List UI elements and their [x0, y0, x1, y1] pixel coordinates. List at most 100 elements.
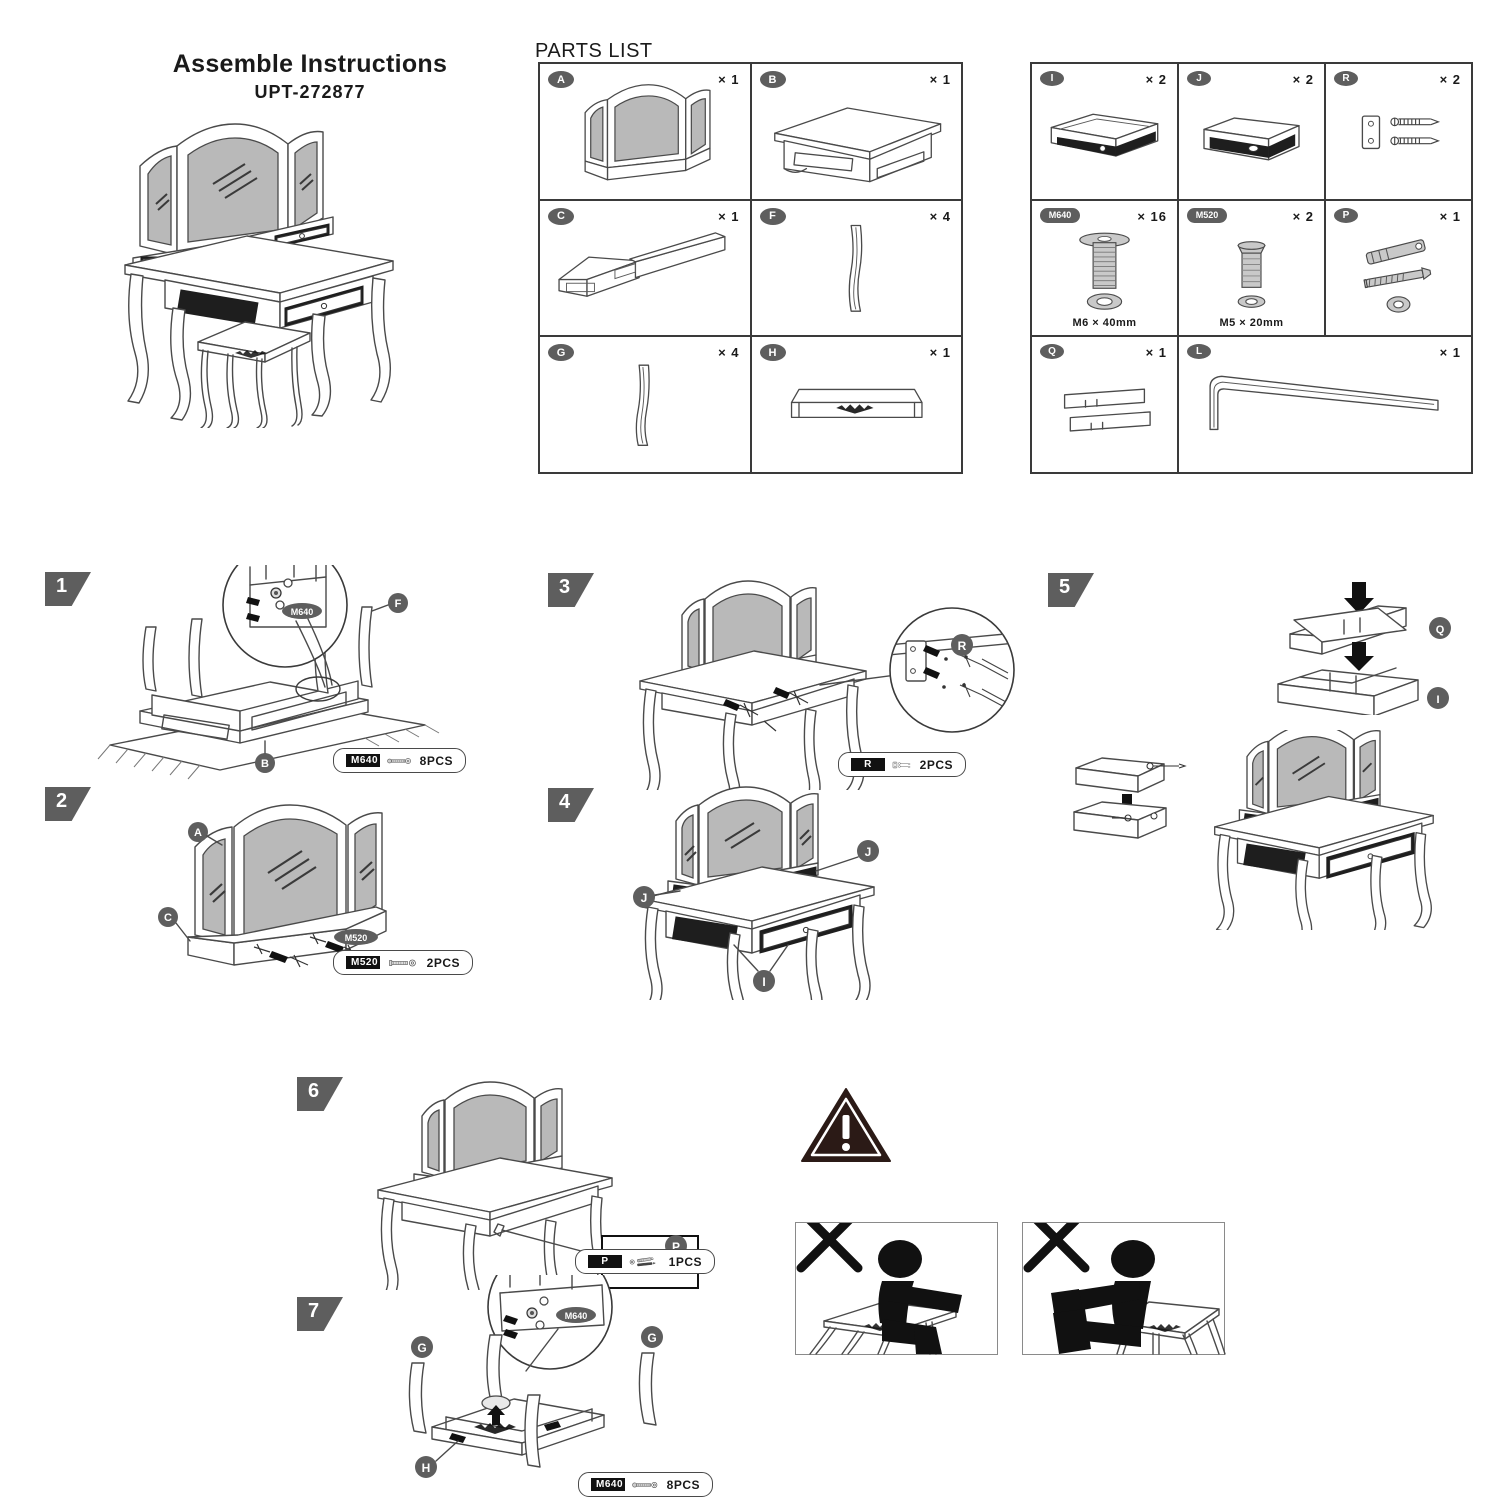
- step-5-divider-illustration: Q I: [1277, 582, 1451, 715]
- step-3-hardware-box: R 2PCS: [838, 752, 966, 777]
- step-2-hw-pcs: 2PCS: [426, 955, 460, 970]
- part-qty-L: × 1: [1439, 345, 1461, 361]
- step-1-hardware-box: M640 8PCS: [333, 748, 466, 773]
- step-badge-2: 2: [45, 787, 91, 821]
- step-4-callout-I: I: [762, 975, 765, 989]
- part-label-R: R: [1334, 71, 1358, 86]
- part-note-M520: M5 × 20mm: [1219, 317, 1284, 330]
- table-top-icon: [773, 107, 941, 183]
- step-2-hw-code: M520: [346, 956, 380, 969]
- step-5-drawer-install-illustration: [1073, 730, 1434, 930]
- part-cell-P: P × 1: [1325, 199, 1472, 337]
- step-badge-4: 4: [548, 788, 594, 822]
- part-label-P: P: [1334, 207, 1358, 223]
- part-qty-A: × 1: [718, 72, 740, 87]
- bolt-icon: [632, 1481, 658, 1488]
- step-1-callout-B: B: [261, 758, 269, 770]
- step-7-callout-H: H: [422, 1461, 431, 1475]
- mirror-base-rail-icon: [558, 231, 726, 297]
- step-6-hw-pcs: 1PCS: [668, 1254, 702, 1269]
- large-drawer-icon: [1050, 113, 1159, 157]
- part-cell-J: J × 2: [1178, 63, 1325, 200]
- part-cell-B: B × 1: [750, 63, 962, 200]
- part-cell-M640: M640 × 16 M6 × 40mm: [1031, 199, 1178, 337]
- step-4-callout-J-right: J: [865, 845, 872, 859]
- parts-list-table-right: I × 2 J × 2 R × 2: [1030, 62, 1473, 474]
- step-7-inline-code: M640: [565, 1311, 588, 1321]
- part-cell-F: F × 4: [750, 199, 962, 337]
- wall-anchor-kit-icon: [1363, 238, 1432, 313]
- step-6-callout-P: P: [672, 1240, 680, 1254]
- bolt-icon: [387, 757, 411, 764]
- step-7-callout-G-left: G: [417, 1341, 426, 1355]
- step-1-callout-F: F: [395, 598, 402, 610]
- part-cell-R: R × 2: [1325, 63, 1472, 200]
- part-qty-J: × 2: [1292, 72, 1314, 87]
- bolt-and-washer-icon: [1079, 232, 1130, 310]
- step-5-callout-Q: Q: [1436, 624, 1445, 636]
- no-sitting-on-stool-edge-right-panel: [1022, 1206, 1226, 1355]
- bracket-screw-icon: [892, 761, 911, 768]
- step-badge-7: 7: [297, 1297, 343, 1331]
- part-cell-H: H × 1: [750, 336, 962, 473]
- step-7-hardware-box: M640 8PCS: [578, 1472, 713, 1497]
- hero-product-illustration: [124, 123, 394, 428]
- part-qty-M640: × 16: [1137, 208, 1167, 224]
- part-label-C: C: [548, 207, 574, 225]
- step-2-inline-code: M520: [345, 933, 368, 943]
- part-note-M640: M6 × 40mm: [1072, 317, 1137, 330]
- part-label-G: G: [548, 344, 574, 362]
- part-label-F: F: [759, 207, 786, 225]
- part-cell-A: A × 1: [539, 63, 751, 200]
- step-6-hw-code: P: [588, 1255, 622, 1268]
- step-2-hardware-box: M520 2PCS: [333, 950, 473, 975]
- vanity-leg-icon: [848, 224, 862, 312]
- title-model: UPT-272877: [254, 82, 366, 102]
- part-label-B: B: [759, 71, 786, 88]
- step-1-hw-pcs: 8PCS: [419, 753, 453, 768]
- part-label-Q: Q: [1040, 344, 1064, 360]
- step-3-illustration: R: [639, 580, 1015, 790]
- step-6-hardware-box: P 1PCS: [575, 1249, 715, 1274]
- part-label-L: L: [1187, 344, 1211, 360]
- step-1-inline-code: M640: [291, 607, 314, 617]
- part-qty-G: × 4: [718, 345, 740, 361]
- part-qty-P: × 1: [1439, 208, 1461, 224]
- bolt-and-washer-icon: [1237, 240, 1266, 308]
- bolt-icon: [389, 959, 416, 966]
- step-1-illustration: M640 F B: [97, 565, 440, 780]
- part-label-I: I: [1040, 71, 1064, 86]
- small-drawer-icon: [1203, 117, 1300, 161]
- part-qty-R: × 2: [1439, 72, 1461, 87]
- step-3-hw-pcs: 2PCS: [919, 757, 953, 772]
- no-sitting-on-stool-edge-right-icon: [1023, 1206, 1226, 1355]
- hex-key-icon: [1209, 375, 1439, 431]
- page-title: Assemble Instructions UPT-272877: [120, 50, 500, 103]
- no-sitting-on-stool-edge-left-icon: [796, 1206, 962, 1355]
- no-sitting-on-stool-edge-left-panel: [795, 1206, 998, 1355]
- drawer-divider-icon: [1063, 388, 1151, 432]
- step-2-callout-C: C: [164, 912, 172, 924]
- step-2-callout-A: A: [194, 827, 202, 839]
- step-2-illustration: M520 A C: [158, 804, 387, 968]
- bracket-and-screws-icon: [1361, 115, 1441, 150]
- step-3-hw-code: R: [851, 758, 885, 771]
- part-label-H: H: [759, 344, 786, 362]
- stool-leg-icon: [635, 364, 650, 447]
- part-qty-C: × 1: [718, 208, 740, 224]
- step-badge-6: 6: [297, 1077, 343, 1111]
- step-7-illustration: M640 G G H: [408, 1275, 663, 1478]
- step-7-callout-G-right: G: [647, 1331, 656, 1345]
- part-label-M640: M640: [1040, 207, 1080, 223]
- part-qty-H: × 1: [929, 345, 951, 361]
- part-qty-Q: × 1: [1145, 345, 1167, 361]
- part-cell-I: I × 2: [1031, 63, 1178, 200]
- warning-triangle-icon: [801, 1088, 891, 1162]
- part-qty-I: × 2: [1145, 72, 1167, 87]
- part-label-J: J: [1187, 71, 1211, 86]
- step-4-callout-J-left: J: [641, 891, 648, 905]
- step-1-hw-code: M640: [346, 754, 380, 767]
- part-cell-C: C × 1: [539, 199, 751, 337]
- step-5-callout-I: I: [1436, 694, 1439, 706]
- step-3-callout-R: R: [958, 639, 967, 653]
